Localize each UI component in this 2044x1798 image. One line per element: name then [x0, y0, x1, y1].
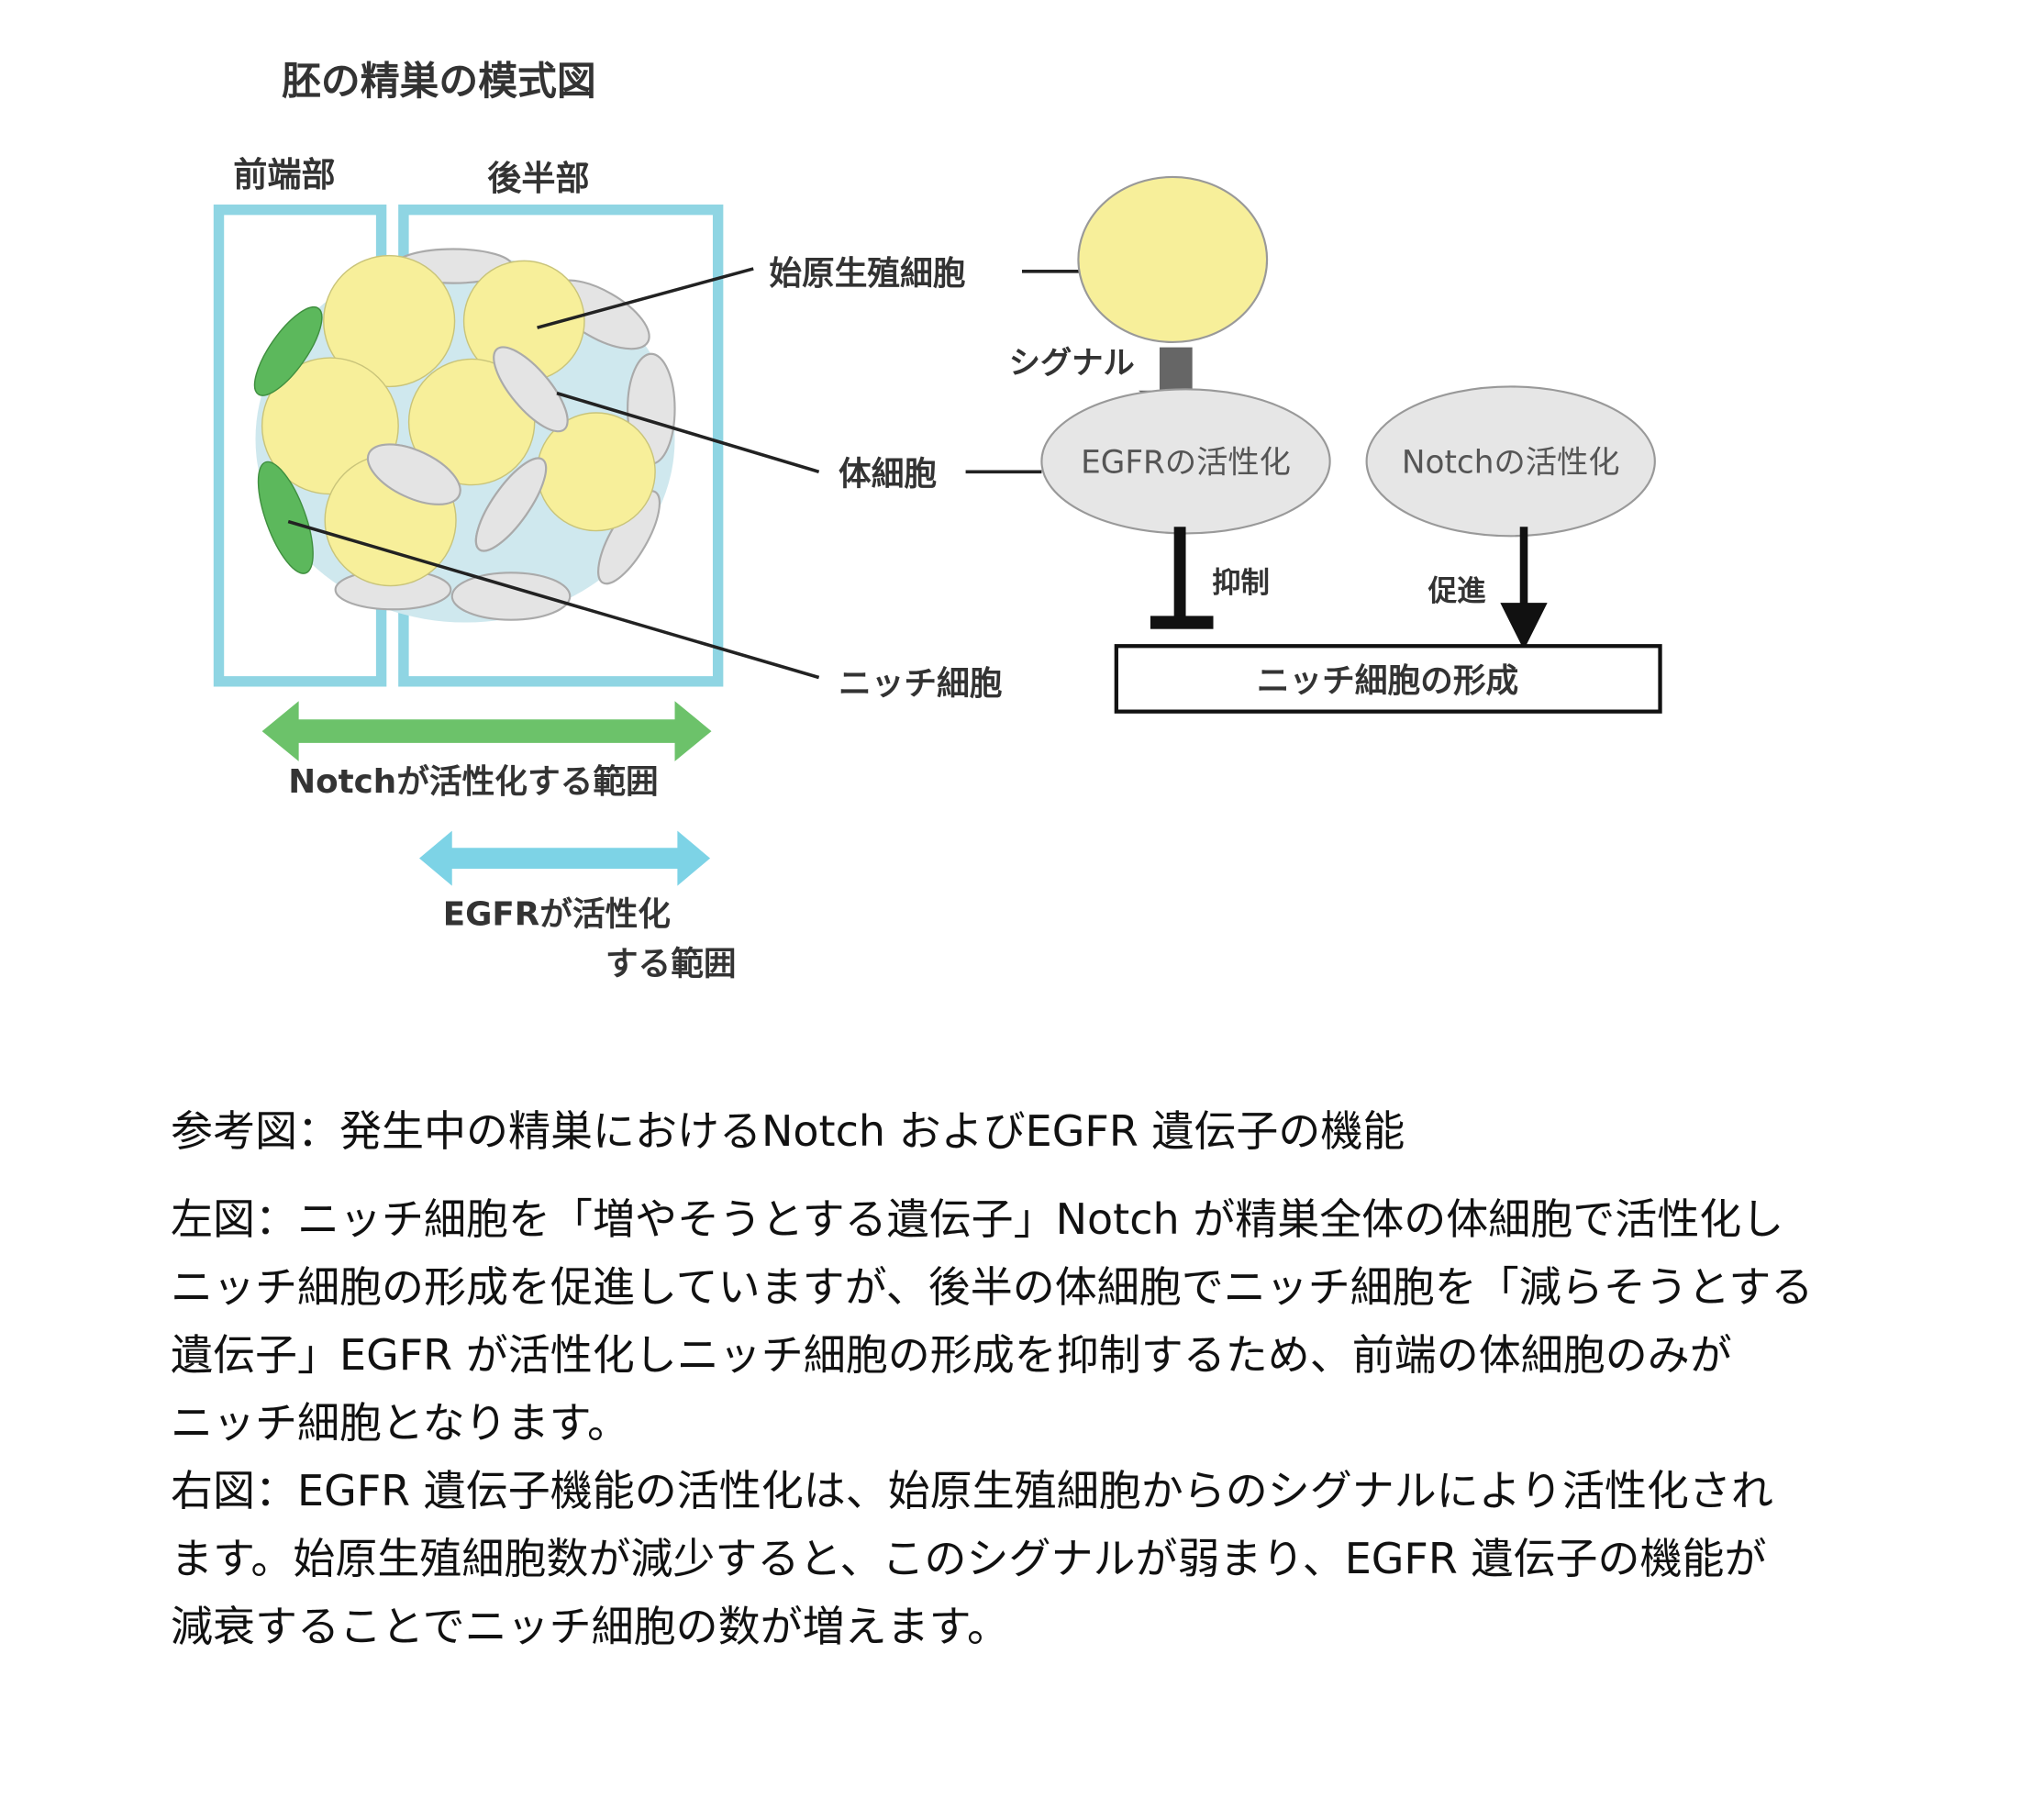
- caption-right-line: ます。始原生殖細胞数が減少すると、このシグナルが弱まり、EGFR 遺伝子の機能が: [171, 1534, 1767, 1583]
- diagram-title: 胚の精巣の模式図: [282, 59, 596, 105]
- niche-cell-label: ニッチ細胞: [839, 665, 1002, 703]
- caption-left-line: 遺伝子」EGFR が活性化しニッチ細胞の形成を抑制するため、前端の体細胞のみが: [171, 1330, 1732, 1380]
- caption-left-line: ニッチ細胞の形成を促進していますが、後半の体細胞でニッチ細胞を「減らそうとする: [171, 1262, 1814, 1312]
- notch-activation-label: Notchの活性化: [1402, 445, 1620, 482]
- signal-label: シグナル: [1009, 345, 1135, 382]
- caption-left-line: 左図：ニッチ細胞を「増やそうとする遺伝子」Notch が精巣全体の体細胞で活性化…: [171, 1194, 1784, 1244]
- egfr-range-arrow: [419, 830, 711, 886]
- region-front-label: 前端部: [233, 155, 335, 194]
- figure-caption: 参考図：発生中の精巣におけるNotch およびEGFR 遺伝子の機能 左図：ニッ…: [171, 1097, 1960, 1660]
- germ-cell-circle: [1077, 175, 1269, 343]
- inhibit-bar: [1150, 527, 1214, 629]
- region-back-label: 後半部: [487, 159, 589, 198]
- promote-label: 促進: [1427, 574, 1486, 607]
- testis-diagram: 胚の精巣の模式図 前端部 後半部: [213, 59, 1662, 983]
- egfr-range-label-1: EGFRが活性化: [443, 895, 671, 933]
- niche-formation-box: [1114, 644, 1662, 714]
- germ-cell-label: 始原生殖細胞: [769, 255, 965, 293]
- niche-formation-label: ニッチ細胞の形成: [1257, 662, 1519, 700]
- caption-left-line: ニッチ細胞となります。: [171, 1398, 630, 1448]
- caption-right-line: 右図：EGFR 遺伝子機能の活性化は、始原生殖細胞からのシグナルにより活性化され: [171, 1466, 1773, 1515]
- notch-ellipse: [1365, 385, 1656, 538]
- leader-lines: [287, 267, 1082, 680]
- egfr-activation-label: EGFRの活性化: [1081, 445, 1291, 482]
- somatic-cell-label: 体細胞: [839, 456, 937, 494]
- notch-range-label: Notchが活性化する範囲: [288, 763, 659, 801]
- testis-cells: [253, 248, 676, 623]
- caption-title: 参考図：発生中の精巣におけるNotch およびEGFR 遺伝子の機能: [171, 1106, 1405, 1156]
- inhibit-label: 抑制: [1212, 567, 1270, 600]
- notch-range-arrow: [261, 701, 712, 761]
- caption-right-line: 減衰することでニッチ細胞の数が増えます。: [171, 1602, 1010, 1651]
- egfr-range-label-2: する範囲: [605, 946, 737, 983]
